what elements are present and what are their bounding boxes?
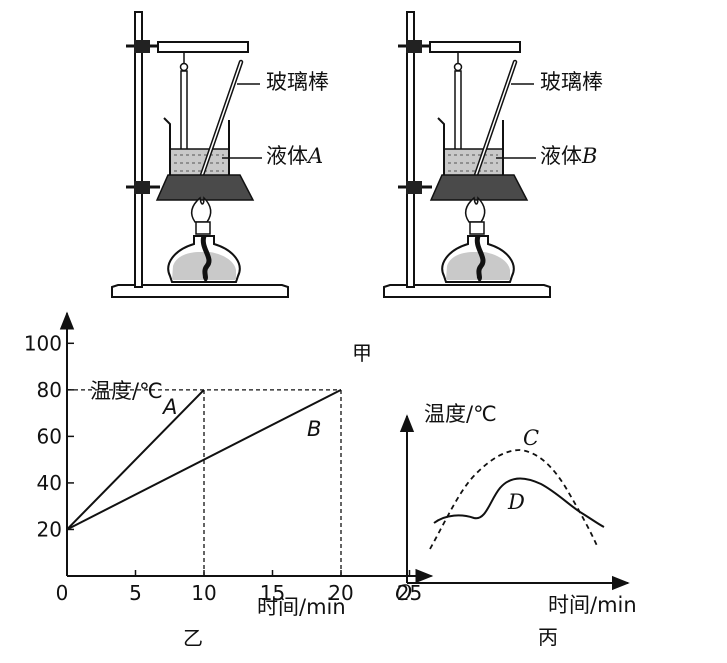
chart-bing-xlabel: 时间/min <box>548 593 637 617</box>
apparatus-left <box>111 11 289 298</box>
series-b-label: B <box>307 417 321 441</box>
series-a-label: A <box>161 395 177 419</box>
gauze-right <box>429 174 529 201</box>
y-tick-label: 40 <box>37 471 62 495</box>
flame-right <box>464 196 486 223</box>
flame-left <box>190 196 212 223</box>
y-tick-label: 80 <box>37 378 62 402</box>
x-tick-label: 25 <box>397 581 422 605</box>
chart-bing-ylabel: 温度/℃ <box>424 402 497 426</box>
y-tick-label: 20 <box>37 517 62 541</box>
glass-rod-label-right: 玻璃棒 <box>540 70 603 94</box>
x-tick-label: 20 <box>328 581 353 605</box>
series-d-curve <box>433 477 605 528</box>
gauze-left <box>155 174 255 201</box>
stand-base <box>383 284 551 298</box>
liquid-letter-a: A <box>308 144 324 168</box>
chart-bing-origin: O <box>395 581 413 605</box>
stand-rod <box>134 11 143 288</box>
series-b-line <box>66 388 342 531</box>
liquid-label-text: 液体 <box>540 144 582 168</box>
x-tick-label: 5 <box>129 581 142 605</box>
chart-bing-caption: 丙 <box>538 625 558 649</box>
clamp-arm <box>157 41 249 53</box>
liquid-label-left: 液体A <box>266 146 323 167</box>
clamp-boss-top <box>134 40 150 53</box>
glass-rod-label-left: 玻璃棒 <box>266 70 329 94</box>
clamp-boss-bottom <box>134 181 150 194</box>
x-tick-label: 15 <box>260 581 285 605</box>
series-d-label: D <box>508 490 525 514</box>
chart-yi-caption: 乙 <box>183 626 203 650</box>
x-tick-label: 10 <box>191 581 216 605</box>
chart-yi: 20 40 60 80 100 0 5 10 15 20 25 A B <box>24 311 434 605</box>
caption-jia: 甲 <box>352 341 372 365</box>
stand-base <box>111 284 289 298</box>
stand-rod <box>406 11 415 288</box>
liquid-letter-b: B <box>582 144 598 168</box>
chart-yi-xlabel: 时间/min <box>257 595 346 619</box>
y-tick-label: 100 <box>24 331 62 355</box>
series-c-curve <box>429 449 599 550</box>
apparatus-right <box>383 11 551 298</box>
chart-bing <box>399 414 630 591</box>
series-c-label: C <box>523 426 540 450</box>
chart-yi-ylabel: 温度/℃ <box>90 379 163 403</box>
x-tick-label: 0 <box>56 581 69 605</box>
y-tick-label: 60 <box>37 424 62 448</box>
clamp-arm <box>429 41 521 53</box>
liquid-label-text: 液体 <box>266 144 308 168</box>
series-a-line <box>66 389 205 531</box>
clamp-boss-top <box>406 40 422 53</box>
clamp-boss-bottom <box>406 181 422 194</box>
liquid-label-right: 液体B <box>540 146 597 167</box>
